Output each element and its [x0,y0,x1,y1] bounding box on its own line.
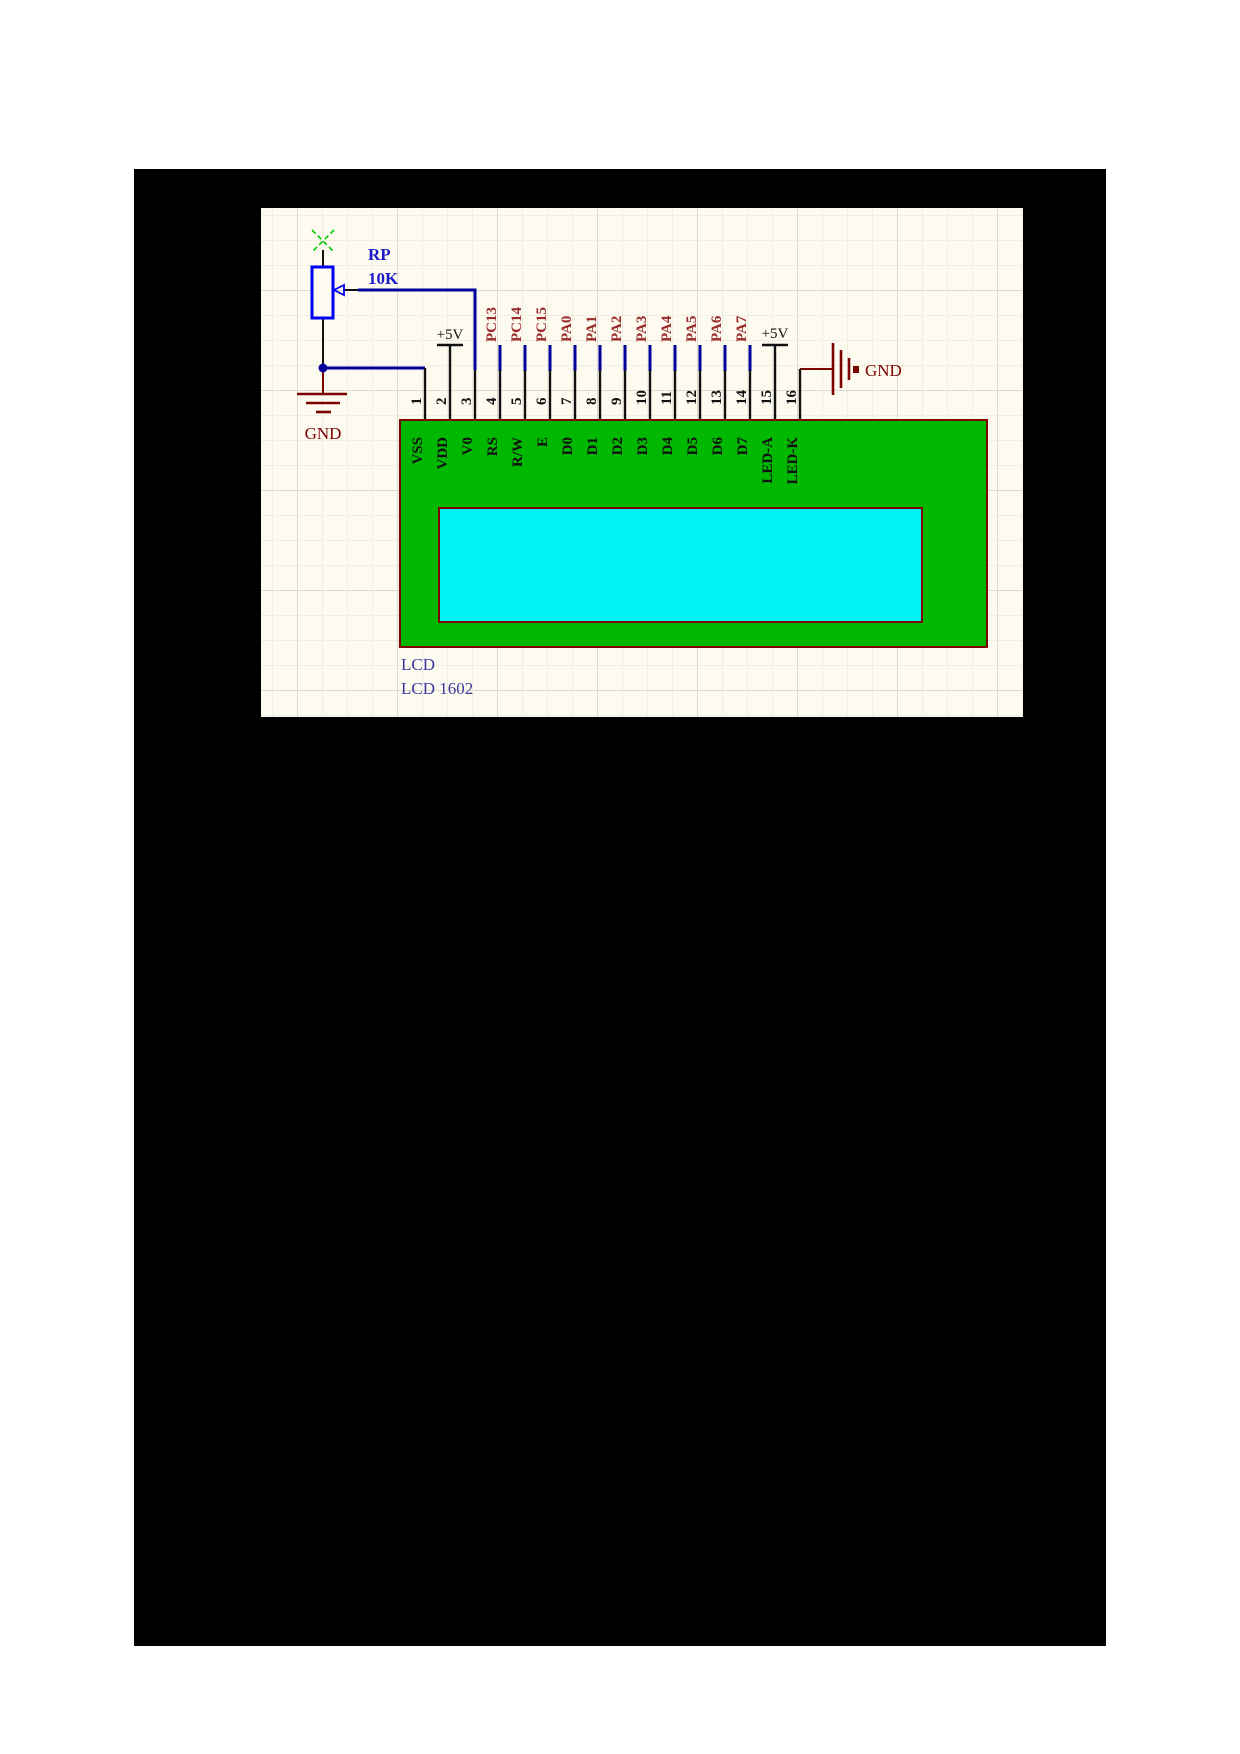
pin-number-16: 16 [784,390,800,406]
pin-name-d6: D6 [710,437,726,456]
gnd-right-label: GND [865,361,902,380]
pin-numbers: 1 2 3 4 5 6 7 8 9 10 11 12 13 14 15 16 [409,390,800,406]
pin-name-d0: D0 [560,437,576,455]
schematic-sheet: GND +5V +5V GND [261,208,1023,717]
pin-name-led-k: LED-K [785,437,801,485]
pin-number-10: 10 [634,390,650,405]
wires [322,250,832,394]
port-label-pc15: PC15 [534,307,550,342]
pin-number-2: 2 [434,398,450,406]
pin-number-11: 11 [659,391,675,405]
gnd-symbol-right-icon [831,343,851,395]
pin-names: VSS VDD V0 RS R/W E D0 D1 D2 D3 D4 D5 D6… [410,437,801,485]
pin-number-8: 8 [584,398,600,406]
schematic-image-canvas: GND +5V +5V GND [134,169,1106,1646]
pin-name-e: E [535,437,551,447]
no-erc-marker-icon [311,229,335,253]
port-label-pa1: PA1 [584,316,600,342]
pin-name-vss: VSS [410,437,426,465]
pin-number-12: 12 [684,390,700,405]
port-label-pa0: PA0 [559,316,575,342]
rp-designator: RP [368,245,391,264]
lcd-comment: LCD 1602 [401,679,473,698]
pin-name-rs: RS [485,437,501,456]
pin-name-v0: V0 [460,437,476,455]
pin-name-led-a: LED-A [760,437,776,484]
port-label-pc14: PC14 [509,307,525,342]
pin-name-rw: R/W [510,437,526,467]
pin-number-14: 14 [734,390,750,406]
port-label-pa7: PA7 [734,315,750,342]
lcd-designator: LCD [401,655,435,674]
vcc-pin2-label: +5V [437,327,464,343]
wiper-arrow-icon [331,283,345,297]
pin-number-4: 4 [484,397,500,405]
pin-number-6: 6 [534,397,550,405]
schematic-drawing: GND +5V +5V GND [297,229,988,698]
port-labels: PC13 PC14 PC15 PA0 PA1 PA2 PA3 PA4 PA5 P… [484,307,750,342]
vcc-pin15-label: +5V [762,326,789,342]
port-label-pa5: PA5 [684,316,700,342]
port-label-pa2: PA2 [609,316,625,342]
pin-number-15: 15 [759,390,775,405]
pin-name-d3: D3 [635,437,651,455]
gnd-left-label: GND [305,424,342,443]
pin-number-5: 5 [509,398,525,406]
pin-name-d7: D7 [735,437,751,456]
pin-name-vdd: VDD [435,437,451,470]
gnd-right-dot [853,366,859,373]
pin-name-d1: D1 [585,437,601,455]
pin-number-1: 1 [409,398,425,406]
pin-number-3: 3 [459,398,475,406]
port-label-pa6: PA6 [709,315,725,342]
pin-name-d5: D5 [685,437,701,455]
pin-lines [423,345,802,421]
potentiometer-symbol [310,265,345,320]
pin-name-d4: D4 [660,437,676,456]
port-label-pc13: PC13 [484,307,500,342]
net-v0-wire [358,288,477,370]
gnd-symbol-left-icon [297,392,347,414]
port-label-pa4: PA4 [659,315,675,342]
pin-number-7: 7 [559,397,575,405]
pin-name-d2: D2 [610,437,626,455]
pin-number-13: 13 [709,390,725,405]
rp-value: 10K [368,269,399,288]
lcd-screen [438,507,923,623]
pin-number-9: 9 [609,398,625,406]
pin-wire-stubs [498,345,752,371]
port-label-pa3: PA3 [634,316,650,342]
wire-junction-dot [318,363,328,373]
